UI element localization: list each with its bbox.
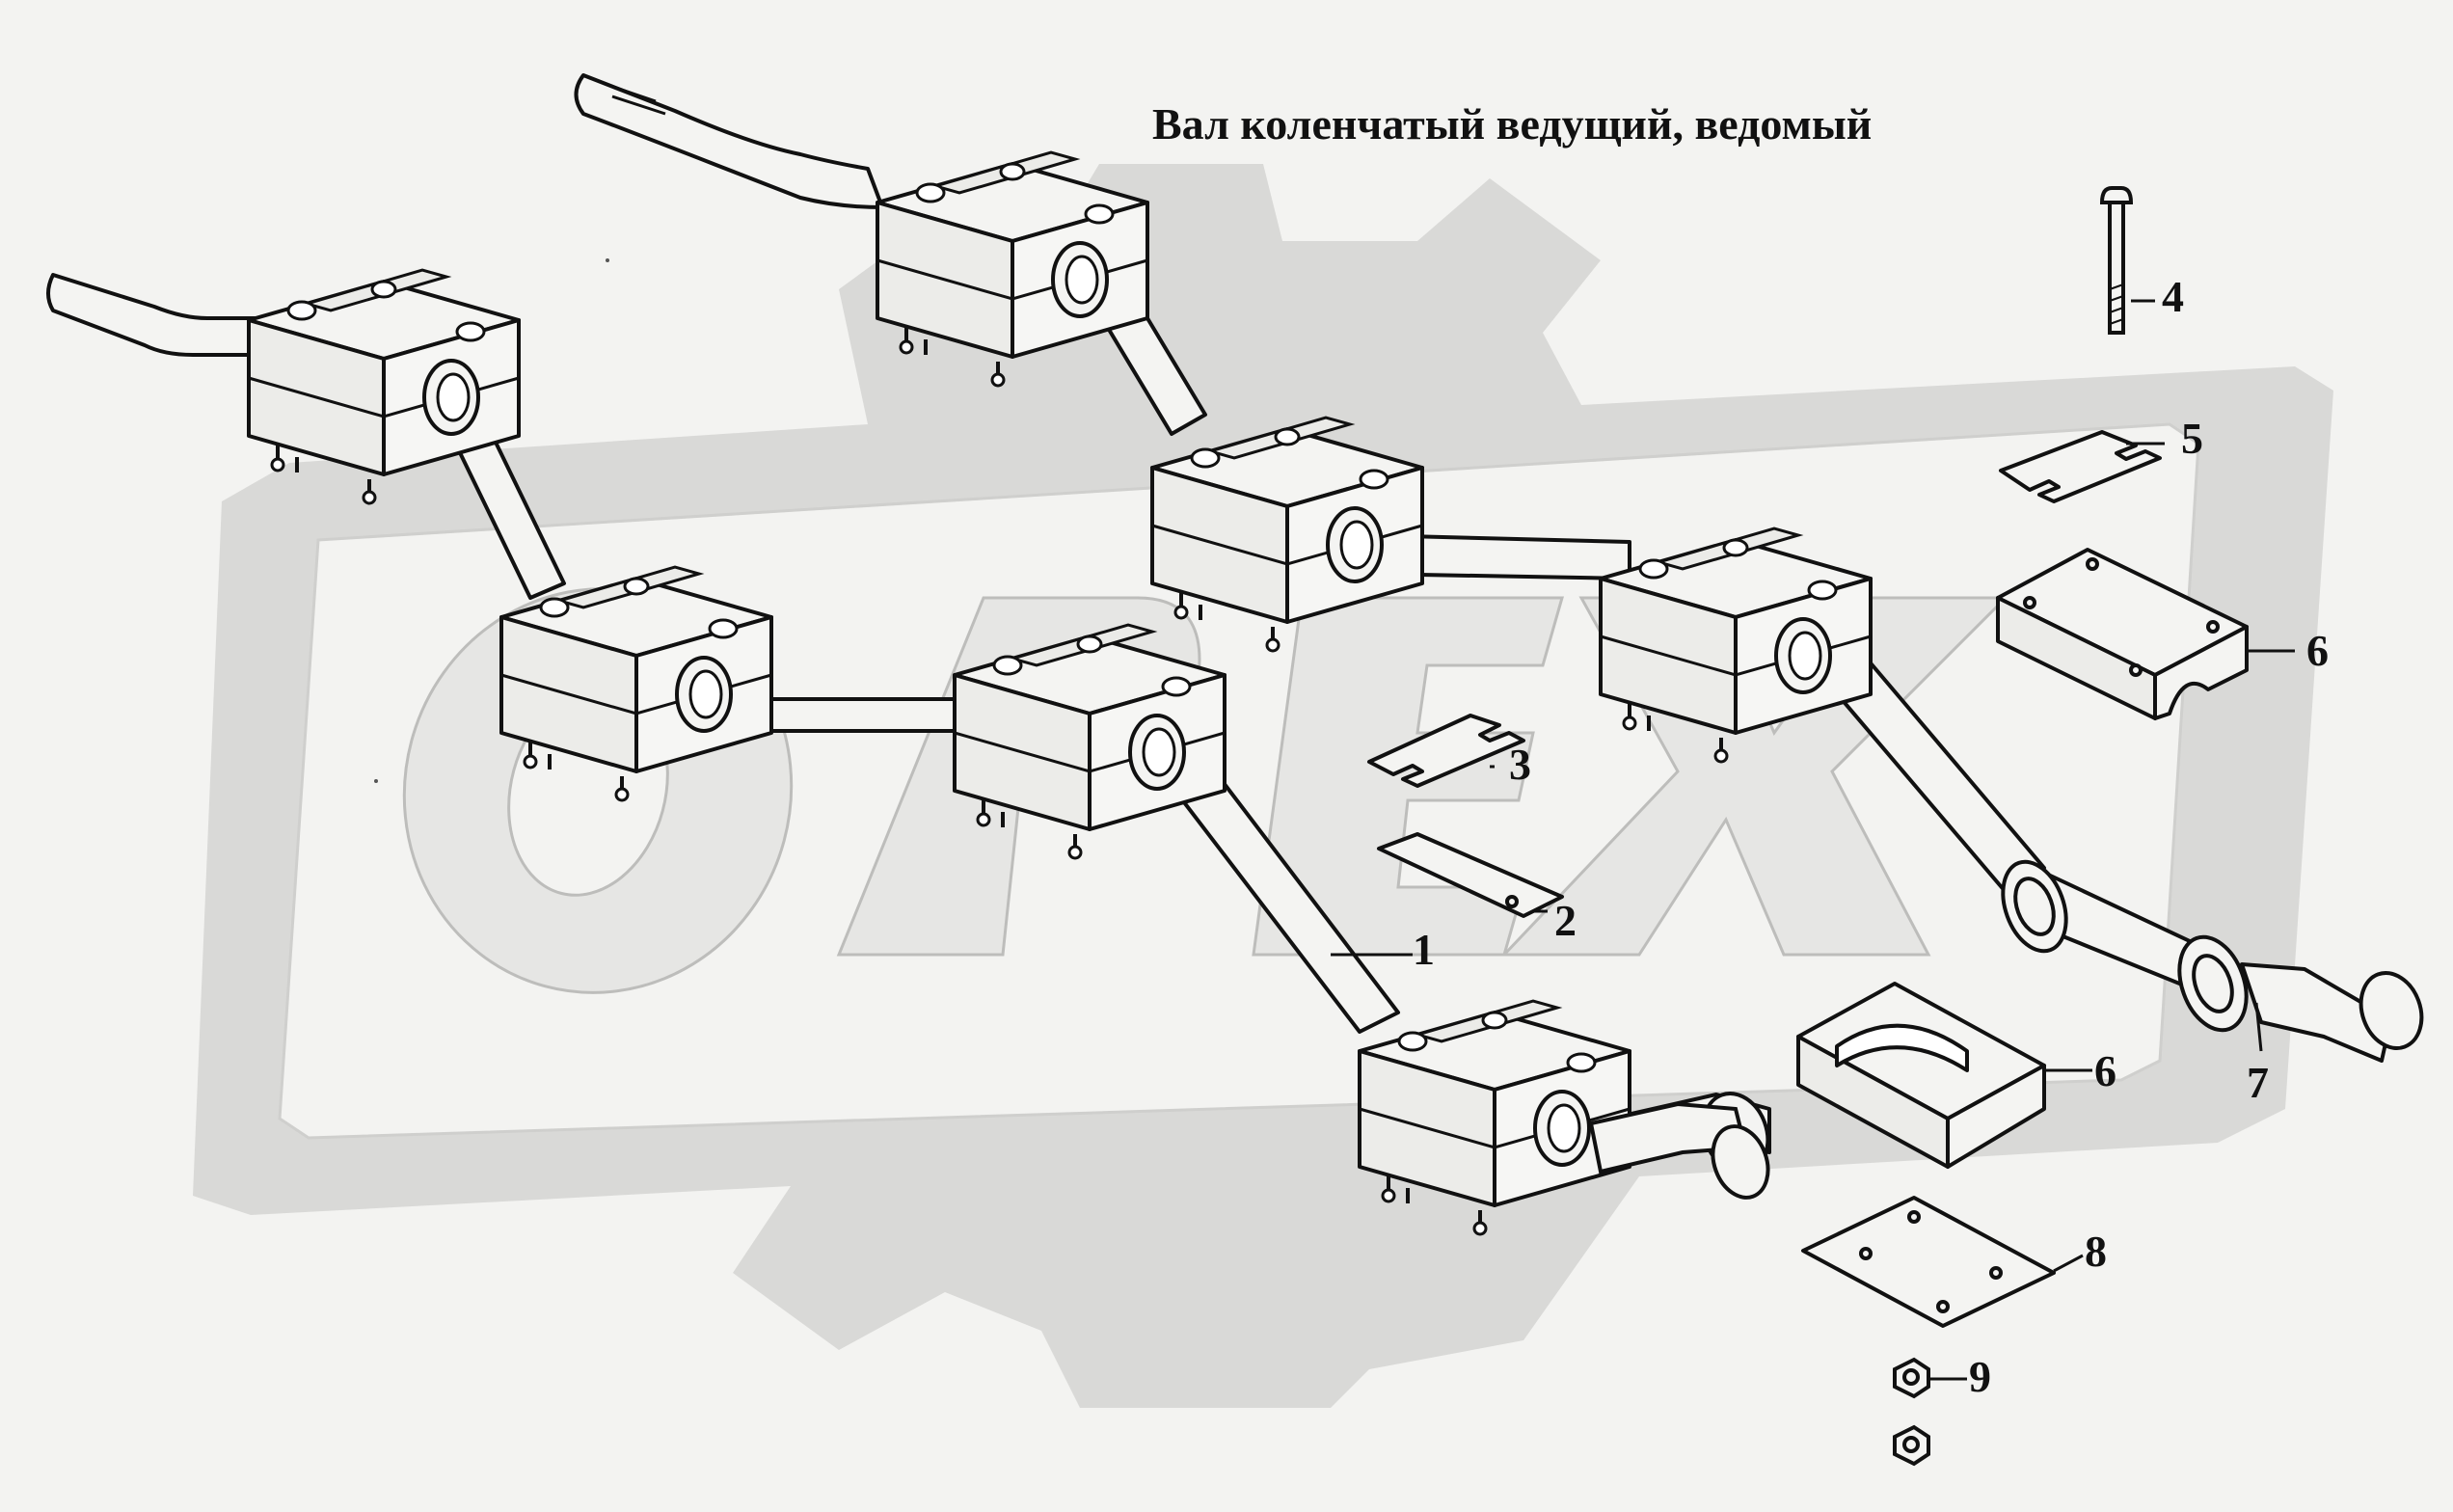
print-dot xyxy=(374,779,378,783)
callout-1: 1 xyxy=(1413,925,1435,974)
part-8-plate xyxy=(1801,1196,2056,1328)
callout-3: 3 xyxy=(1509,740,1531,789)
callout-9: 9 xyxy=(1969,1352,1991,1401)
part-3-shim xyxy=(1367,714,1525,788)
part-6-cap-top xyxy=(1996,548,2249,720)
print-dot xyxy=(606,258,609,262)
part-5-shim xyxy=(1999,430,2162,503)
part-4-bolt xyxy=(2099,186,2134,335)
leader-lines xyxy=(1331,299,2295,1381)
end-handle xyxy=(1588,1101,1770,1200)
callout-4: 4 xyxy=(2162,272,2184,321)
part-2-shim xyxy=(1377,832,1564,918)
callout-6-top: 6 xyxy=(2306,626,2329,675)
callout-6-bottom: 6 xyxy=(2094,1046,2116,1095)
part-9-nuts xyxy=(1893,1357,1930,1467)
callout-2: 2 xyxy=(1554,896,1577,945)
callout-5: 5 xyxy=(2181,414,2203,463)
callout-8: 8 xyxy=(2085,1227,2107,1276)
diagram-title: Вал коленчатый ведущий, ведомый xyxy=(1152,99,1873,148)
collar-rings xyxy=(2001,859,2249,1033)
part-6-cap-bottom xyxy=(1796,982,2046,1169)
callout-7: 7 xyxy=(2247,1058,2269,1107)
